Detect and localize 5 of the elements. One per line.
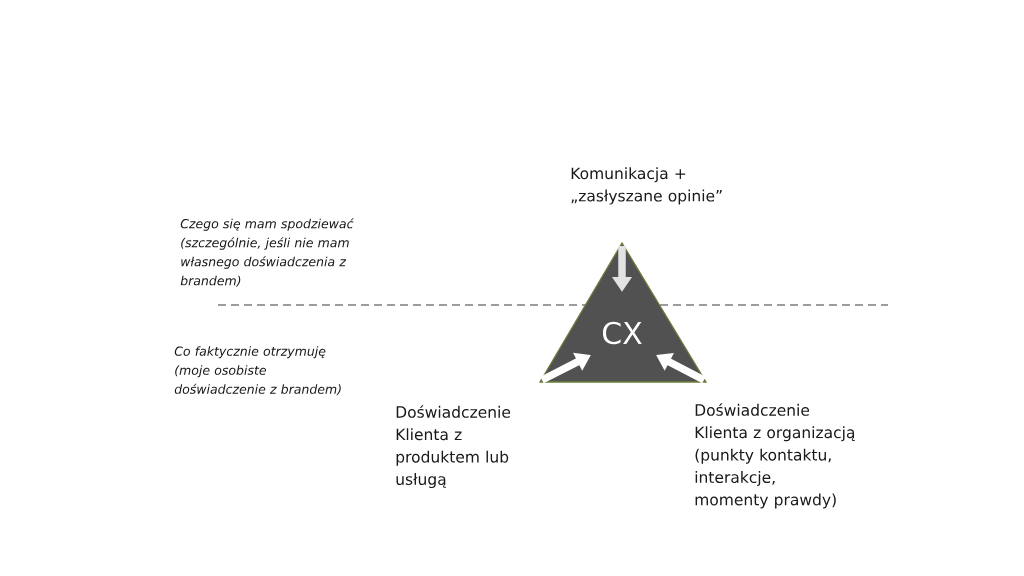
note-text: Co faktycznie otrzymuję (moje osobiste doświadczenie z brandem) <box>174 346 341 396</box>
text-label: Doświadczenie Klienta z produktem lub usługą <box>396 405 511 489</box>
text-label: Doświadczenie Klienta z organizacją (punkty kontaktu, interakcje, momenty prawdy) <box>695 403 855 509</box>
text-label: Komunikacja + „zasłyszane opinie” <box>571 167 722 205</box>
note-text: Czego się mam spodziewać (szczególnie, jeśli nie mam własnego doświadczenia z brandem) <box>180 218 354 287</box>
